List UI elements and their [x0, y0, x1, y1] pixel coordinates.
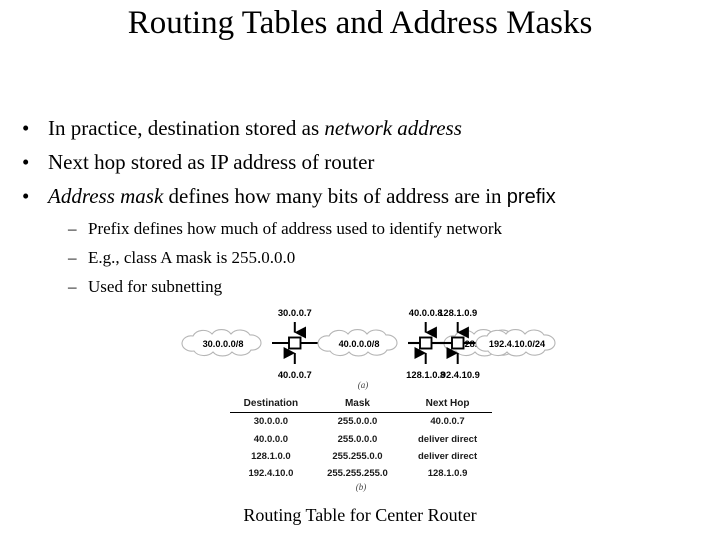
bullet-text-italic: network address: [324, 116, 462, 140]
router-bottom-label-1: 40.0.0.7: [278, 369, 312, 380]
router-bottom-label-3: 192.4.10.9: [440, 369, 480, 380]
network-cloud-4: 192.4.10.0/24: [475, 329, 556, 357]
router-node-2: [419, 336, 433, 350]
router-top-label-1: 30.0.0.7: [278, 307, 312, 318]
cell-mask: 255.255.0.0: [332, 450, 383, 462]
sub-bullet-marker: –: [68, 277, 77, 296]
bullet-text-pre: Next hop stored as IP address of router: [48, 150, 375, 174]
cell-next-hop: deliver direct: [417, 433, 478, 445]
cell-destination: 128.1.0.0: [251, 450, 291, 462]
sub-bullet-list: – Prefix defines how much of address use…: [0, 216, 720, 303]
cell-destination: 40.0.0.0: [253, 433, 289, 445]
list-item: • Next hop stored as IP address of route…: [0, 147, 720, 181]
sub-bullet-marker: –: [68, 248, 77, 267]
column-header-next-hop: Next Hop: [403, 398, 492, 413]
cell-next-hop: 128.1.0.9: [427, 468, 468, 480]
router-node-3: [451, 336, 465, 350]
table-row: 30.0.0.0 255.0.0.0 40.0.0.7: [230, 413, 492, 431]
figure-a-caption: (a): [357, 380, 369, 390]
table-row: 40.0.0.0 255.0.0.0 deliver direct: [230, 430, 492, 447]
sub-bullet-label: Used for subnetting: [88, 277, 223, 296]
table-row: 128.1.0.0 255.255.0.0 deliver direct: [230, 448, 492, 465]
cell-mask: 255.255.255.0: [327, 468, 388, 480]
list-item: – Prefix defines how much of address use…: [0, 216, 720, 245]
list-item: – Used for subnetting: [0, 274, 720, 303]
bullet-list: • In practice, destination stored as net…: [0, 113, 720, 215]
router-top-label-3: 128.1.0.9: [440, 307, 477, 318]
sub-bullet-label: Prefix defines how much of address used …: [88, 219, 503, 238]
cell-next-hop: deliver direct: [417, 450, 478, 462]
cloud-label-1: 30.0.0.0/8: [203, 339, 244, 349]
column-header-destination: Destination: [230, 398, 312, 413]
router-node-1: [288, 336, 302, 350]
sub-bullet-marker: –: [68, 219, 77, 238]
bullet-text-post: defines how many bits of address are in: [163, 184, 507, 208]
network-diagram-right: 128.1.0.9 192.4.10.9 192.4.10.0/24: [436, 302, 640, 394]
figure-caption: Routing Table for Center Router: [243, 505, 477, 525]
column-header-mask: Mask: [311, 398, 404, 413]
list-item: – E.g., class A mask is 255.0.0.0: [0, 245, 720, 274]
bullet-text-sans: prefix: [506, 186, 556, 208]
bullet-marker: •: [22, 116, 30, 140]
bullet-text-pre: In practice, destination stored as: [48, 116, 325, 140]
cell-mask: 255.0.0.0: [337, 433, 378, 445]
cloud-label-4: 192.4.10.0/24: [489, 339, 546, 349]
cell-destination: 192.4.10.0: [248, 468, 294, 480]
bullet-marker: •: [22, 150, 30, 174]
cloud-label-2: 40.0.0.0/8: [339, 339, 380, 349]
page-title: Routing Tables and Address Masks: [127, 5, 593, 41]
cell-mask: 255.0.0.0: [337, 416, 378, 428]
figure-b-caption: (b): [355, 482, 367, 492]
router-bottom-label-2: 128.1.0.8: [406, 369, 445, 380]
network-cloud-1: 30.0.0.0/8: [181, 329, 262, 357]
list-item: • Address mask defines how many bits of …: [0, 181, 720, 215]
list-item: • In practice, destination stored as net…: [0, 113, 720, 147]
bullet-marker: •: [22, 184, 30, 208]
table-header-row: Destination Mask Next Hop: [230, 398, 492, 413]
router-top-label-2: 40.0.0.8: [409, 307, 443, 318]
network-cloud-2: 40.0.0.0/8: [317, 329, 398, 357]
bullet-text-italic: Address mask: [48, 184, 164, 208]
cell-destination: 30.0.0.0: [253, 416, 289, 428]
table-row: 192.4.10.0 255.255.255.0 128.1.0.9: [230, 465, 492, 482]
cell-next-hop: 40.0.0.7: [430, 416, 465, 428]
routing-table-figure: Destination Mask Next Hop 30.0.0.0 255.0…: [230, 398, 492, 483]
sub-bullet-label: E.g., class A mask is 255.0.0.0: [88, 248, 296, 267]
routing-table: Destination Mask Next Hop 30.0.0.0 255.0…: [230, 398, 492, 483]
